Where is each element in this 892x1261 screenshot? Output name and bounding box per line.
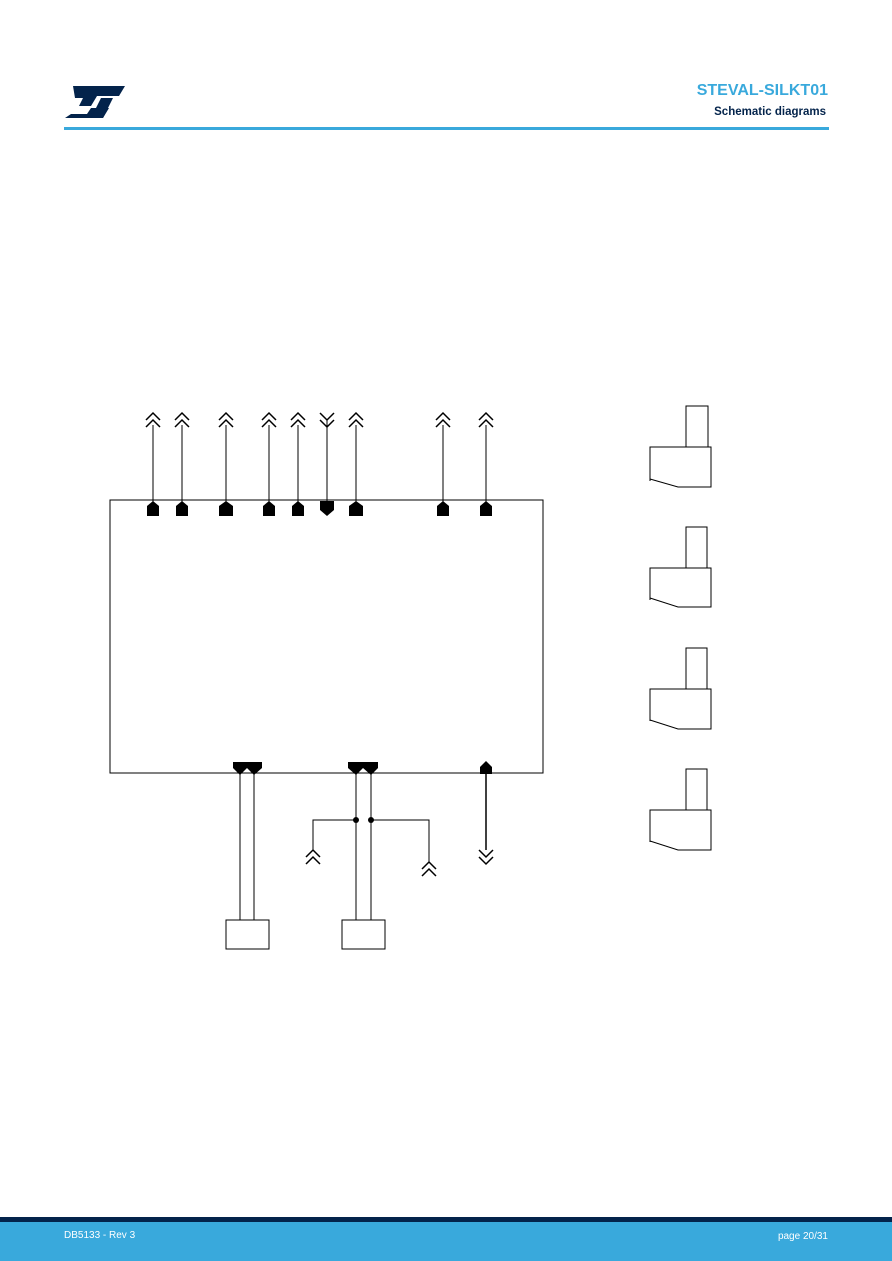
bottom-bus-1: [225, 773, 270, 950]
connector-block-1: [225, 919, 270, 950]
ground-down-arrow: [319, 412, 335, 429]
side-connector-1: [649, 405, 712, 488]
bottom-pins: [233, 761, 492, 823]
document-title: STEVAL-SILKT01: [696, 82, 828, 99]
top-pins: [147, 501, 492, 516]
bottom-bus-2: [312, 773, 430, 950]
top-port-lines: [152, 420, 487, 506]
page-number: page 20/31: [777, 1231, 828, 1242]
footer-rule: [0, 1217, 892, 1222]
power-up-arrows: [145, 411, 494, 428]
side-connector-2: [649, 526, 712, 608]
section-title: Schematic diagrams: [714, 106, 826, 118]
document-reference: DB5133 - Rev 3: [64, 1230, 136, 1241]
st-logo-icon: [65, 86, 125, 118]
side-connector-4: [649, 768, 712, 851]
bottom-arrows: [305, 773, 494, 877]
connector-block-2: [341, 919, 386, 950]
side-connector-3: [649, 647, 712, 730]
ic-body: [109, 499, 544, 774]
header-rule: [64, 127, 829, 130]
page-footer: DB5133 - Rev 3 page 20/31: [0, 1222, 892, 1261]
